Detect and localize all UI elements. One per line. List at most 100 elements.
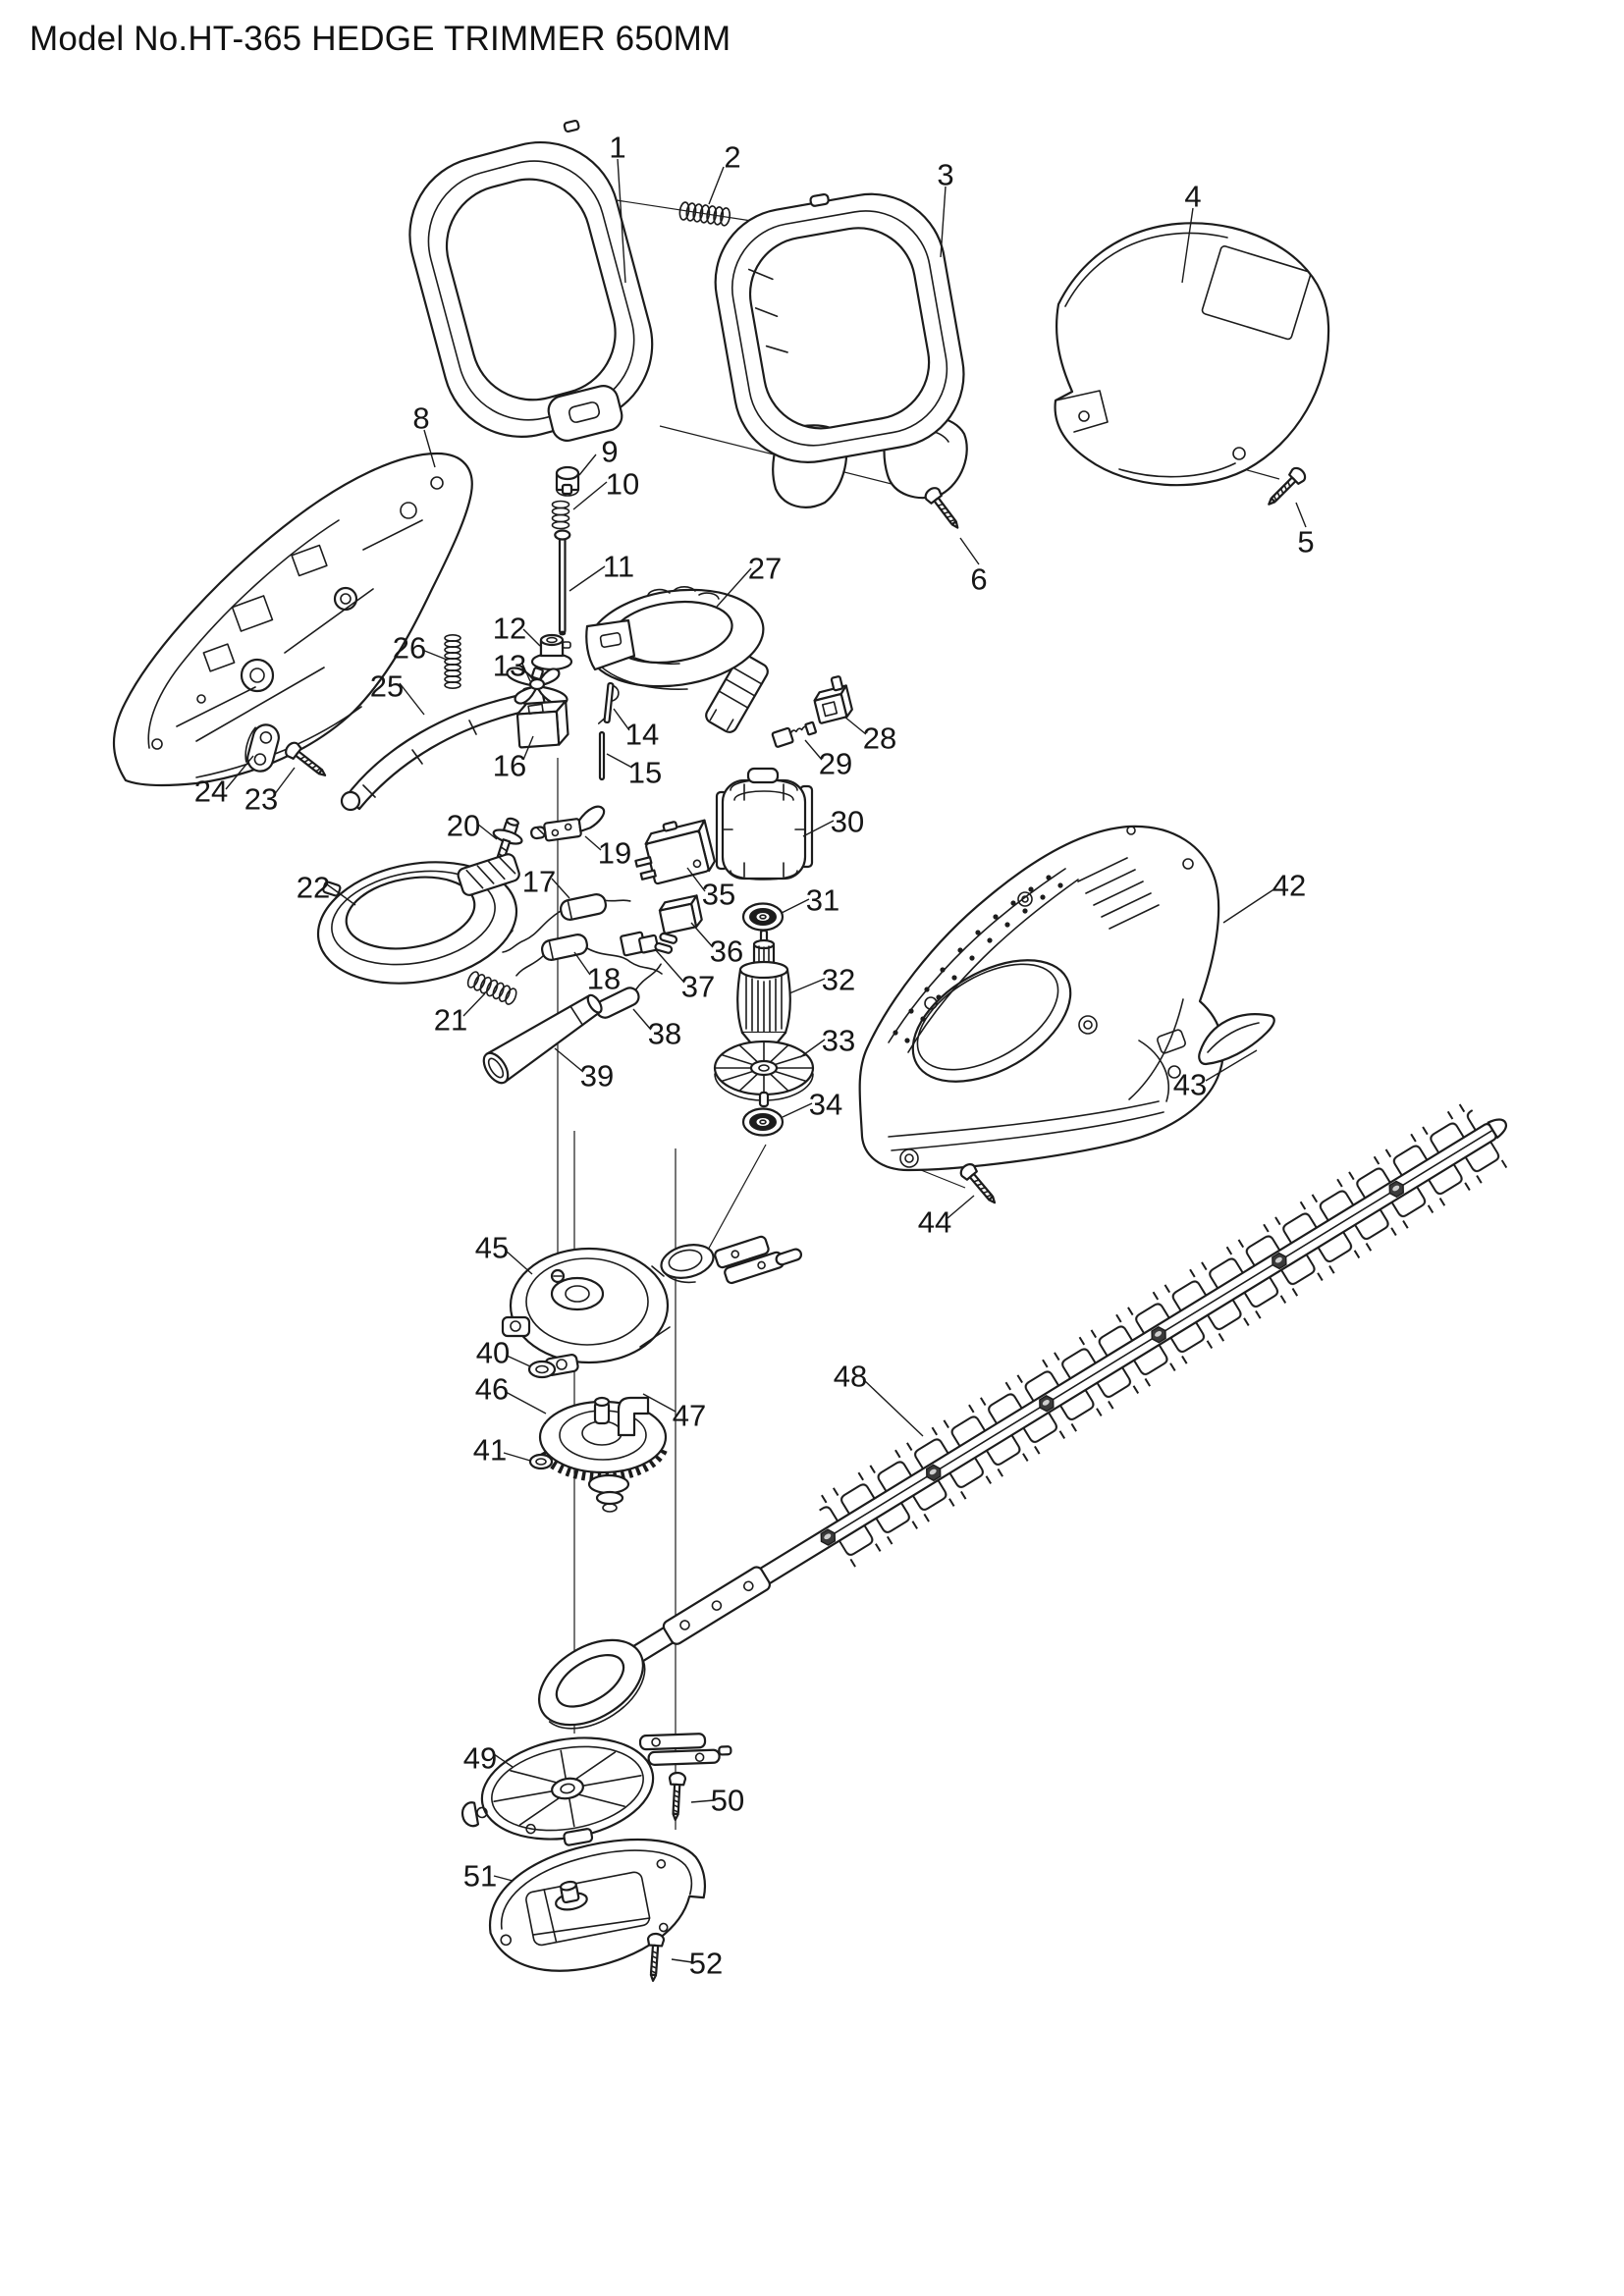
callout-21: 21 [434, 1003, 467, 1038]
callout-25: 25 [370, 669, 404, 704]
shear-blade [537, 1099, 1508, 1730]
callout-23: 23 [244, 782, 278, 817]
callout-14: 14 [625, 718, 659, 752]
detent-spring [551, 500, 570, 530]
callout-37: 37 [681, 970, 715, 1004]
callout-19: 19 [598, 836, 631, 871]
fan [713, 1040, 815, 1108]
callout-15: 15 [628, 756, 662, 790]
page-title: Model No.HT-365 HEDGE TRIMMER 650MM [29, 20, 731, 58]
grommet [244, 723, 280, 773]
bearing-box [585, 585, 769, 733]
callout-20: 20 [447, 809, 480, 843]
washer-41 [528, 1453, 554, 1470]
callout-35: 35 [702, 878, 735, 912]
cover-screw-52 [643, 1932, 666, 1983]
callout-41: 41 [473, 1433, 507, 1468]
callout-45: 45 [475, 1231, 509, 1265]
callout-12: 12 [493, 612, 526, 646]
guard-screw [1262, 464, 1309, 511]
callout-44: 44 [918, 1205, 951, 1240]
part-number-callouts: 1 2 3 4 5 6 8 9 10 11 12 13 14 15 16 17 … [194, 131, 1315, 1981]
callout-31: 31 [806, 883, 839, 918]
callout-22: 22 [297, 871, 330, 905]
callout-49: 49 [463, 1741, 497, 1776]
callout-27: 27 [748, 552, 782, 586]
gear-cover [460, 1733, 732, 1846]
ball-bearing-bottom [741, 1107, 785, 1137]
loop-handle-foot [547, 119, 623, 442]
motor-housing-left [112, 452, 473, 787]
callout-13: 13 [493, 649, 526, 683]
cover-screw-50 [666, 1771, 687, 1822]
gear-housing [501, 1235, 803, 1376]
ball-bearing-top [741, 902, 785, 932]
carbon-brush [771, 721, 818, 748]
compression-spring [678, 201, 731, 227]
callout-30: 30 [831, 805, 864, 839]
callout-9: 9 [601, 435, 618, 469]
switch [634, 819, 716, 885]
callout-32: 32 [822, 963, 855, 997]
callout-18: 18 [587, 962, 621, 996]
callout-39: 39 [580, 1059, 614, 1094]
callout-40: 40 [476, 1336, 510, 1370]
callout-52: 52 [689, 1947, 723, 1981]
connector-box [658, 894, 703, 934]
link-pin [598, 730, 606, 781]
callout-48: 48 [834, 1360, 867, 1394]
lever-spring [466, 971, 517, 1005]
tail-fin [1198, 1013, 1275, 1066]
callout-33: 33 [822, 1024, 855, 1058]
impeller [506, 667, 568, 706]
callout-2: 2 [724, 140, 740, 175]
hand-guard [1054, 222, 1330, 487]
handle-tube [482, 993, 603, 1085]
callout-43: 43 [1173, 1068, 1207, 1102]
callout-5: 5 [1297, 525, 1314, 560]
callout-36: 36 [710, 934, 743, 969]
callout-29: 29 [819, 747, 852, 781]
callout-42: 42 [1272, 869, 1306, 903]
brush-holder [813, 675, 853, 724]
field-stator [715, 767, 814, 881]
valve-spring [444, 633, 461, 689]
handle-frame [714, 192, 965, 463]
pivot-pin [554, 529, 571, 636]
loop-handle [408, 140, 654, 438]
lock-cap [555, 465, 580, 497]
flanged-bushing [530, 633, 573, 671]
armature [736, 929, 791, 1070]
callout-24: 24 [194, 774, 228, 809]
callout-47: 47 [673, 1399, 706, 1433]
callout-51: 51 [463, 1859, 497, 1894]
callout-10: 10 [606, 467, 639, 502]
callout-11: 11 [603, 550, 634, 584]
handle-base [316, 853, 520, 985]
retainer-clip [617, 1396, 650, 1437]
callout-6: 6 [970, 562, 987, 597]
switch-lever [530, 805, 606, 842]
brush-holder-block [515, 700, 569, 749]
callout-1: 1 [609, 131, 625, 165]
washer-40 [527, 1360, 557, 1379]
gear [537, 1396, 669, 1513]
blade-clip [597, 681, 620, 724]
callout-46: 46 [475, 1372, 509, 1407]
callout-4: 4 [1184, 180, 1201, 214]
motor-housing-right [858, 825, 1224, 1172]
callout-8: 8 [412, 401, 429, 436]
housing-screw-44 [956, 1160, 1002, 1209]
leader-lines [225, 158, 1307, 1963]
callout-28: 28 [863, 721, 896, 756]
terminal-connector [620, 931, 678, 957]
callout-16: 16 [493, 749, 526, 783]
callout-38: 38 [648, 1017, 681, 1051]
callout-17: 17 [522, 865, 556, 899]
callout-3: 3 [937, 158, 953, 192]
callout-34: 34 [809, 1088, 842, 1122]
callout-50: 50 [711, 1784, 744, 1818]
capacitor-1 [502, 893, 631, 953]
